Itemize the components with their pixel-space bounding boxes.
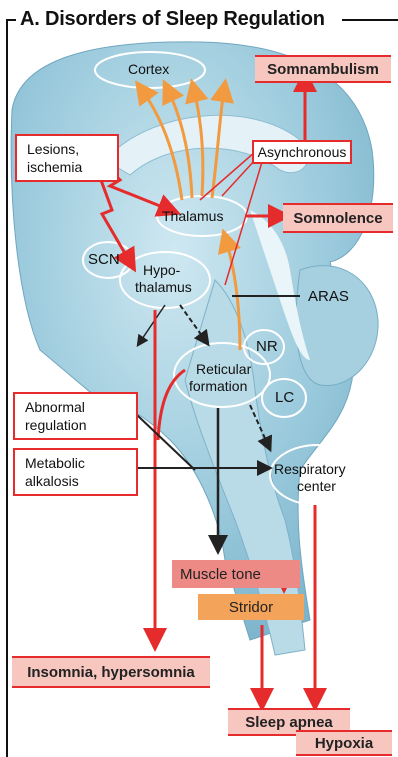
lesions-text-2: ischemia <box>27 158 82 176</box>
label-respiratory-1: Respiratory <box>274 461 346 477</box>
stridor-box: Stridor <box>198 594 304 620</box>
abnormal-text-2: regulation <box>25 416 87 434</box>
lesions-text-1: Lesions, <box>27 140 79 158</box>
section-header: A. Disorders of Sleep Regulation <box>6 2 398 36</box>
hypoxia-box: Hypoxia <box>296 730 392 756</box>
muscle-tone-box: Muscle tone <box>172 560 300 588</box>
label-thalamus: Thalamus <box>162 208 223 224</box>
label-reticular-1: Reticular <box>196 361 251 377</box>
metabolic-text-2: alkalosis <box>25 472 79 490</box>
metabolic-alkalosis-box: Metabolic alkalosis <box>13 448 138 496</box>
muscle-tone-text: Muscle tone <box>180 566 261 583</box>
abnormal-text-1: Abnormal <box>25 398 85 416</box>
label-respiratory-2: center <box>297 478 336 494</box>
label-lc: LC <box>275 389 294 406</box>
somnolence-box: Somnolence <box>283 203 393 233</box>
cerebellum <box>296 266 378 386</box>
header-rule-right <box>342 19 398 21</box>
label-hypothalamus-1: Hypo- <box>143 262 180 278</box>
frame-rule-left <box>6 19 8 757</box>
label-aras: ARAS <box>308 288 349 305</box>
asynchronous-text: Asynchronous <box>258 143 347 161</box>
metabolic-text-1: Metabolic <box>25 454 85 472</box>
page-title: A. Disorders of Sleep Regulation <box>20 8 325 31</box>
asynchronous-box: Asynchronous <box>252 140 352 164</box>
abnormal-regulation-box: Abnormal regulation <box>13 392 138 440</box>
somnambulism-box: Somnambulism <box>255 55 391 83</box>
label-hypothalamus-2: thalamus <box>135 279 192 295</box>
insomnia-box: Insomnia, hypersomnia <box>12 656 210 688</box>
label-nr: NR <box>256 338 278 355</box>
lesions-box: Lesions, ischemia <box>15 134 119 182</box>
label-reticular-2: formation <box>189 378 247 394</box>
label-scn: SCN <box>88 251 120 268</box>
label-cortex: Cortex <box>128 61 169 77</box>
